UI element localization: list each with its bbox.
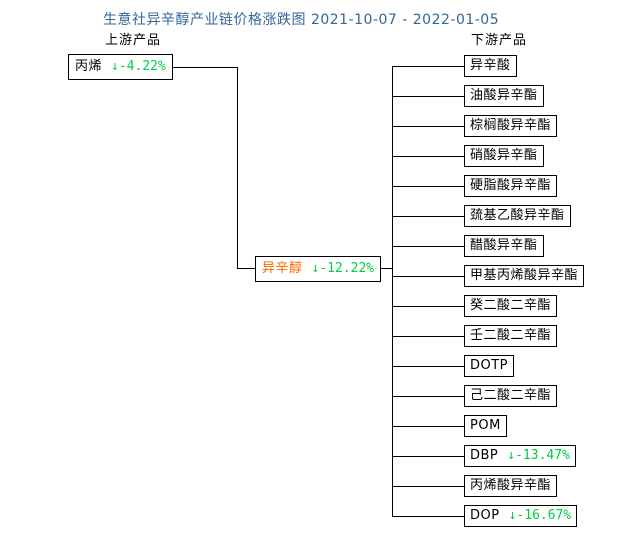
node-label: 丙烯酸异辛酯 xyxy=(470,478,552,493)
branch-line xyxy=(392,306,470,307)
trunk-line xyxy=(392,66,393,517)
down-arrow-icon: ↓ xyxy=(311,261,320,276)
branch-line xyxy=(392,366,470,367)
node-label: 硝酸异辛酯 xyxy=(470,148,538,163)
node-label: 硬脂酸异辛酯 xyxy=(470,178,552,193)
branch-line xyxy=(392,126,470,127)
node-mid-isooctanol[interactable]: 异辛醇 ↓-12.22% xyxy=(255,256,382,282)
node-label: DOTP xyxy=(470,358,509,373)
node-change: ↓-4.22% xyxy=(111,59,166,74)
node-label: 丙烯 xyxy=(75,59,103,74)
node-label: POM xyxy=(470,418,501,433)
node-downstream-15[interactable]: 丙烯酸异辛酯 xyxy=(464,475,558,497)
node-downstream-11[interactable]: DOTP xyxy=(464,355,515,377)
branch-line xyxy=(392,396,470,397)
node-label: 壬二酸二辛酯 xyxy=(470,328,552,343)
node-downstream-13[interactable]: POM xyxy=(464,415,507,437)
node-downstream-7[interactable]: 醋酸异辛酯 xyxy=(464,235,544,257)
node-downstream-6[interactable]: 巯基乙酸异辛酯 xyxy=(464,205,571,227)
branch-line xyxy=(392,276,470,277)
branch-line xyxy=(392,336,470,337)
node-downstream-14[interactable]: DBP ↓-13.47% xyxy=(464,445,576,467)
branch-line xyxy=(392,186,470,187)
node-change: ↓-12.22% xyxy=(311,261,375,276)
node-label: 己二酸二辛酯 xyxy=(470,388,552,403)
upstream-column-header: 上游产品 xyxy=(105,33,162,48)
branch-line xyxy=(392,96,470,97)
node-downstream-8[interactable]: 甲基丙烯酸异辛酯 xyxy=(464,265,585,287)
branch-line xyxy=(392,486,470,487)
branch-line xyxy=(392,246,470,247)
node-downstream-3[interactable]: 棕榈酸异辛酯 xyxy=(464,115,558,137)
node-label: 异辛酸 xyxy=(470,58,511,73)
node-downstream-10[interactable]: 壬二酸二辛酯 xyxy=(464,325,558,347)
branch-line xyxy=(392,66,470,67)
node-downstream-2[interactable]: 油酸异辛酯 xyxy=(464,85,544,107)
node-label: DOP xyxy=(470,508,500,523)
branch-line xyxy=(392,426,470,427)
node-downstream-16[interactable]: DOP ↓-16.67% xyxy=(464,505,578,527)
node-label: DBP xyxy=(470,448,499,463)
down-arrow-icon: ↓ xyxy=(111,59,119,74)
connector-upstream-horizontal xyxy=(160,67,237,68)
branch-line xyxy=(392,216,470,217)
node-upstream-propylene[interactable]: 丙烯 ↓-4.22% xyxy=(68,54,173,80)
node-change: ↓-13.47% xyxy=(507,448,570,463)
branch-line xyxy=(392,516,470,517)
connector-upstream-vertical xyxy=(237,67,238,269)
branch-line xyxy=(392,156,470,157)
node-downstream-12[interactable]: 己二酸二辛酯 xyxy=(464,385,558,407)
node-label: 异辛醇 xyxy=(262,261,303,276)
node-label: 巯基乙酸异辛酯 xyxy=(470,208,565,223)
branch-line xyxy=(392,456,470,457)
node-downstream-5[interactable]: 硬脂酸异辛酯 xyxy=(464,175,558,197)
node-label: 甲基丙烯酸异辛酯 xyxy=(470,268,579,283)
node-label: 油酸异辛酯 xyxy=(470,88,538,103)
node-downstream-1[interactable]: 异辛酸 xyxy=(464,55,517,77)
node-label: 醋酸异辛酯 xyxy=(470,238,538,253)
connector-mid-left xyxy=(237,268,262,269)
node-label: 棕榈酸异辛酯 xyxy=(470,118,552,133)
page-title: 生意社异辛醇产业链价格涨跌图 2021-10-07 - 2022-01-05 xyxy=(103,12,500,28)
node-downstream-9[interactable]: 癸二酸二辛酯 xyxy=(464,295,558,317)
downstream-column-header: 下游产品 xyxy=(471,33,528,48)
node-downstream-4[interactable]: 硝酸异辛酯 xyxy=(464,145,544,167)
node-change: ↓-16.67% xyxy=(508,508,572,523)
connector-mid-right xyxy=(370,268,393,269)
node-label: 癸二酸二辛酯 xyxy=(470,298,552,313)
